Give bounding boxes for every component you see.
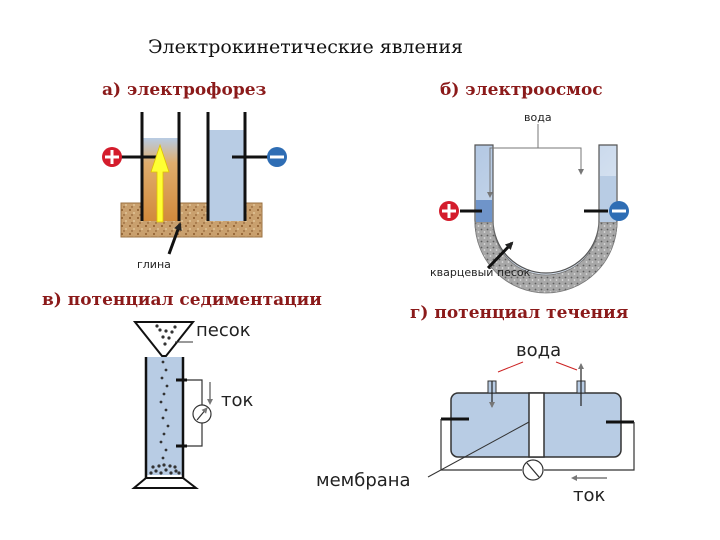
plus-icon	[439, 201, 459, 221]
clay-pointer-arrow	[167, 222, 182, 255]
electroosmosis-setup	[439, 124, 629, 294]
falling-sand	[159, 360, 170, 460]
funnel-sand	[155, 324, 177, 346]
clay-label: глина	[137, 258, 171, 271]
water-label-b: вода	[524, 111, 552, 124]
current-label-c: ток	[221, 390, 254, 411]
heading-electrophoresis: а) электрофорез	[102, 80, 267, 100]
left-arm-water	[476, 200, 492, 222]
minus-icon	[267, 147, 287, 167]
minus-icon	[609, 201, 629, 221]
streaming-potential-setup	[427, 361, 635, 481]
page-title: Электрокинетические явления	[148, 36, 464, 58]
migration-arrow	[150, 143, 170, 223]
electrophoresis-setup	[102, 112, 287, 255]
right-tube-liquid	[209, 130, 244, 221]
heading-electroosmosis: б) электроосмос	[440, 80, 603, 100]
quartz-sand-label: кварцевый песок	[430, 266, 531, 279]
funnel	[132, 321, 196, 357]
membrane	[528, 392, 545, 458]
water-label-d: вода	[516, 340, 562, 361]
circuit-wire-right	[544, 422, 635, 471]
current-label-d: ток	[573, 485, 606, 506]
cylinder-base	[131, 477, 199, 489]
heading-sedimentation-potential: в) потенциал седиментации	[42, 290, 322, 310]
circuit-wires	[187, 379, 203, 447]
sand-sediment	[149, 463, 181, 475]
membrane-label: мембрана	[316, 470, 411, 491]
plus-icon	[102, 147, 122, 167]
water-label-lines	[497, 361, 578, 373]
quartz-sand	[474, 221, 618, 294]
membrane-pointer	[427, 421, 530, 478]
sedimentation-cylinder-liquid	[147, 357, 182, 475]
heading-streaming-potential: г) потенциал течения	[410, 303, 629, 323]
sand-label: песок	[196, 320, 251, 341]
galvanometer-icon	[522, 459, 544, 481]
water-feed-lines	[487, 124, 584, 198]
sand-pointer-arrow	[486, 241, 514, 270]
galvanometer-icon	[192, 404, 212, 424]
sedimentation-setup	[131, 321, 213, 489]
